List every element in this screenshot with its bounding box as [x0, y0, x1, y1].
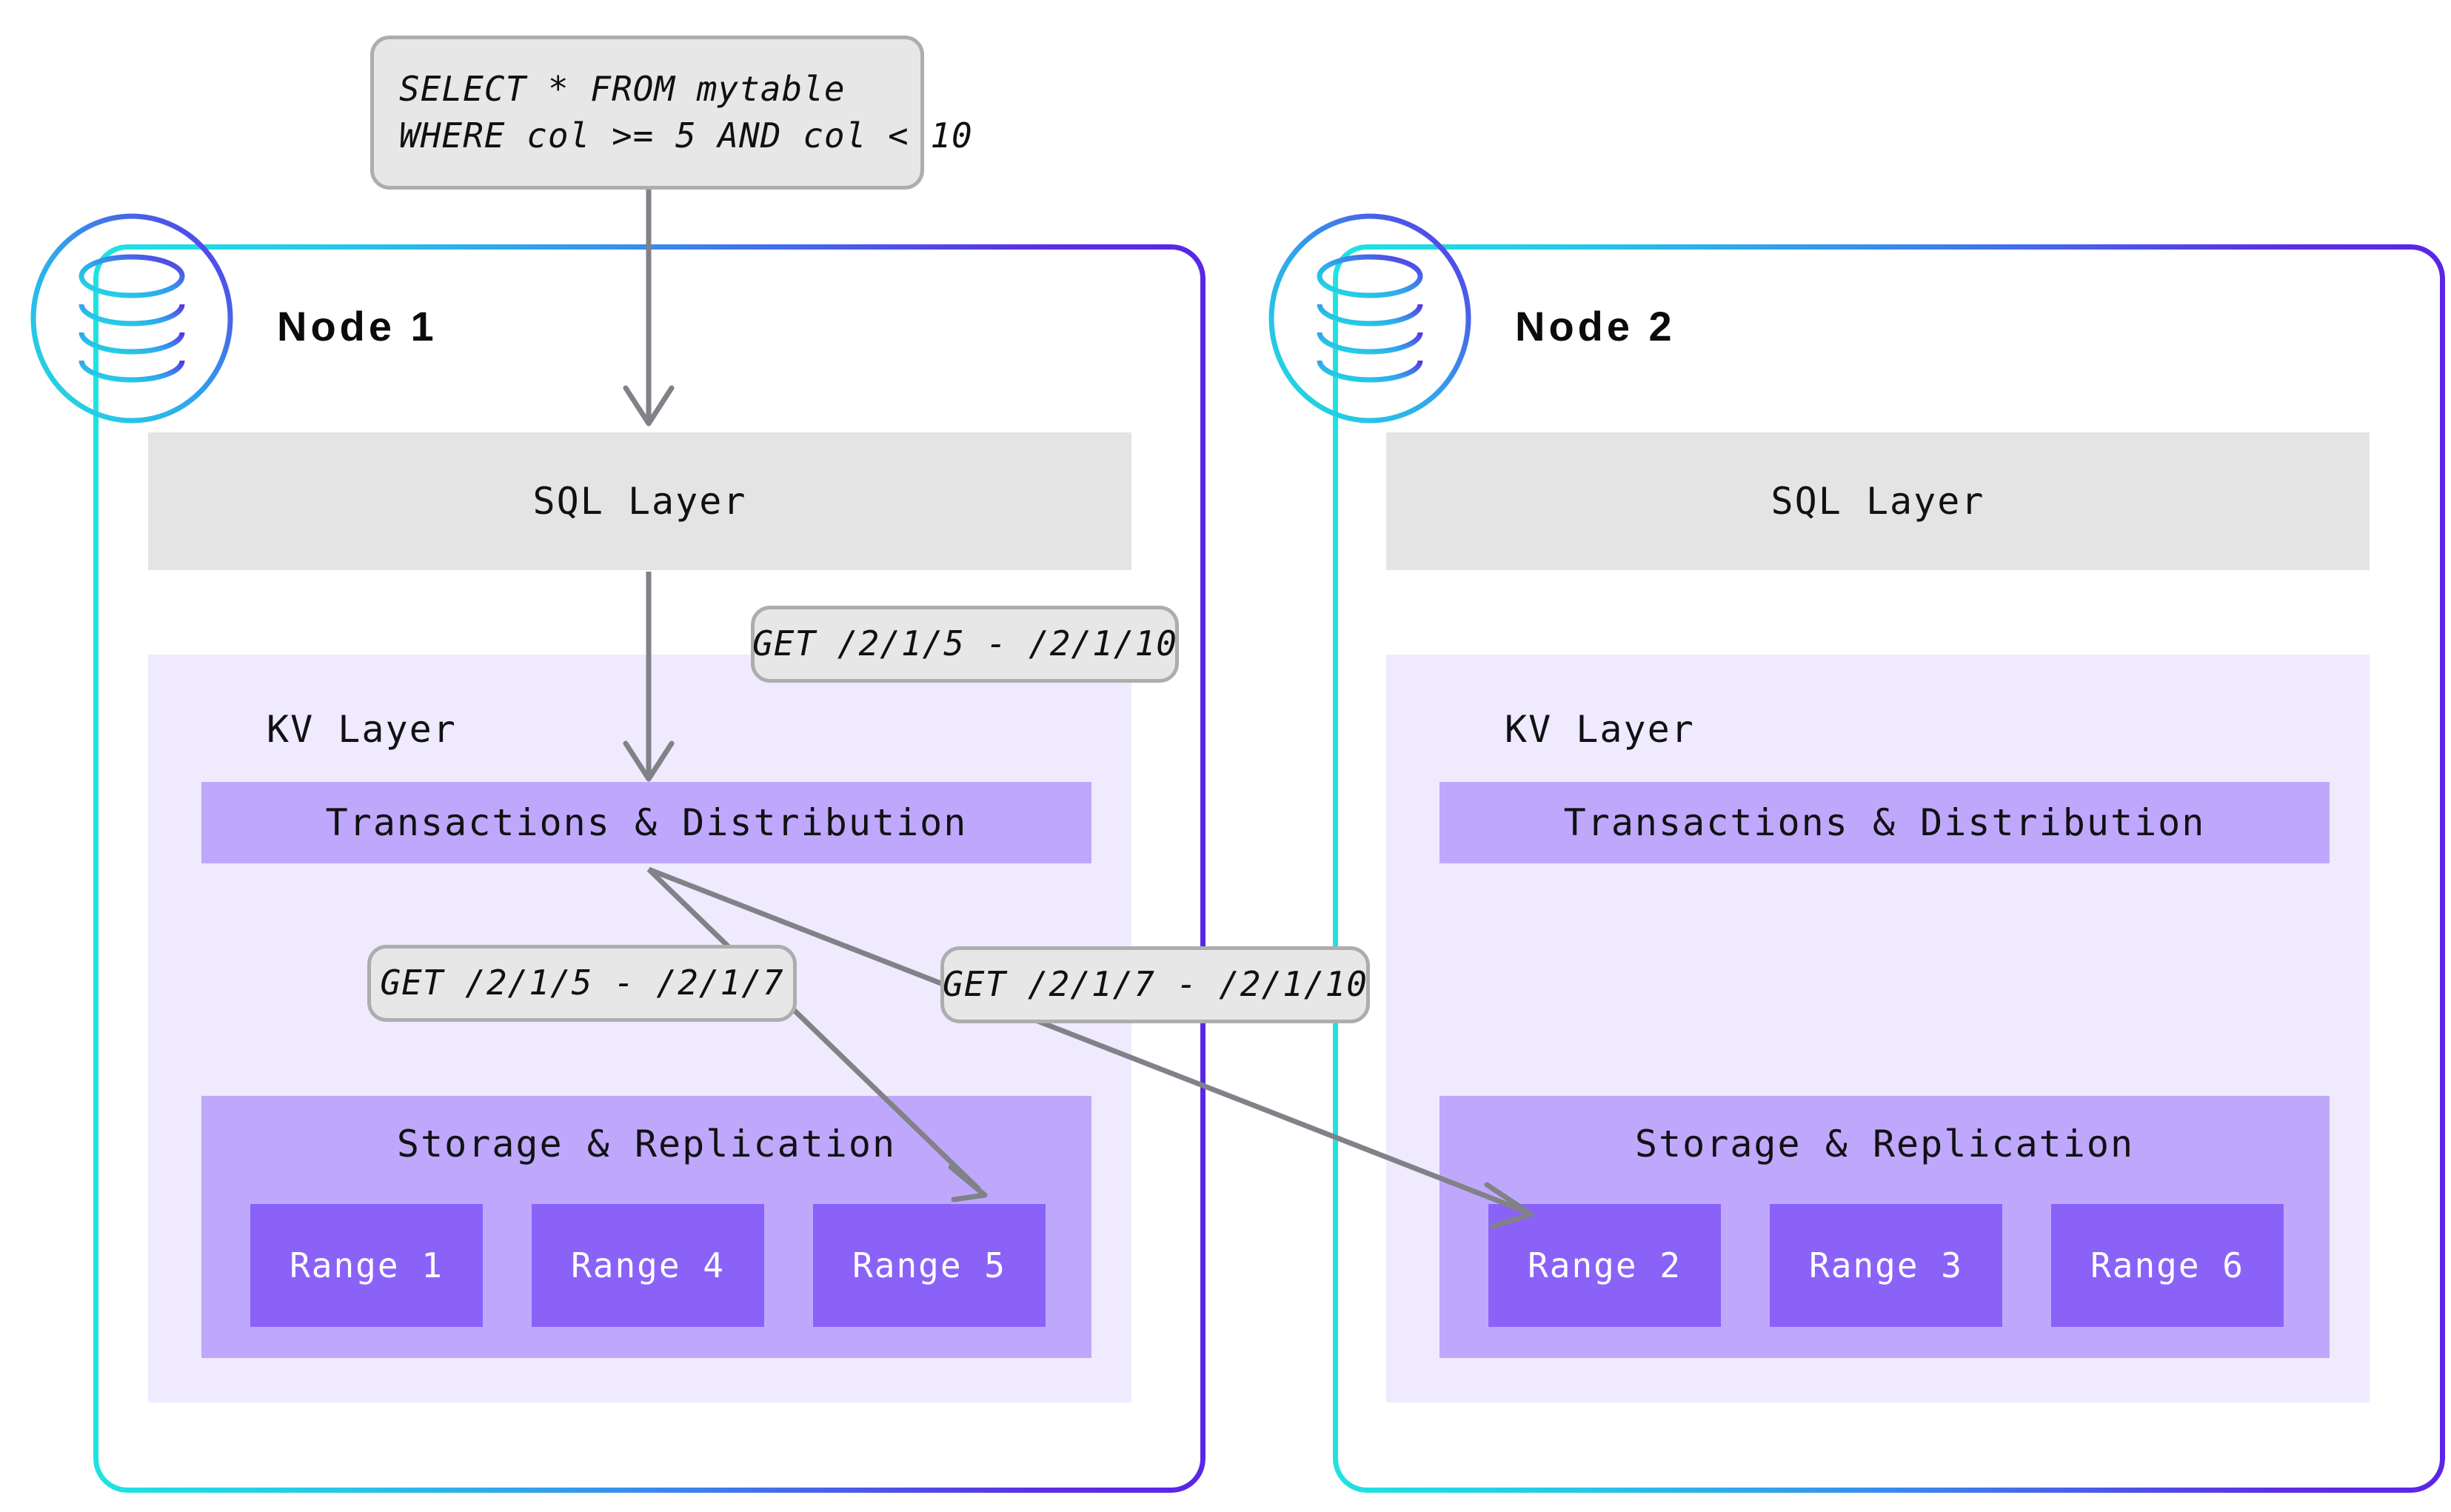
node-2-range-3[interactable]: Range 3 — [1770, 1204, 2002, 1327]
node-2-title: Node 2 — [1515, 303, 1676, 349]
node-2-storage-label: Storage & Replication — [1634, 1123, 2135, 1165]
sql-query-text: SELECT * FROM mytable WHERE col >= 5 AND… — [399, 68, 973, 155]
node-2-sql-layer: SQL Layer — [1386, 432, 2370, 570]
node-2-transactions-box: Transactions & Distribution — [1439, 782, 2330, 863]
database-cylinder-icon — [21, 207, 243, 429]
database-cylinder-icon — [1259, 207, 1481, 429]
node-1-range-5[interactable]: Range 5 — [813, 1204, 1046, 1327]
sql-query-bubble: SELECT * FROM mytable WHERE col >= 5 AND… — [370, 36, 972, 190]
node-2-range-2[interactable]: Range 2 — [1488, 1204, 1721, 1327]
node-1-title: Node 1 — [277, 303, 438, 349]
callout-kv-to-remote-range: GET /2/1/7 - /2/1/10 — [940, 946, 1370, 1023]
callout-kv-to-local-range: GET /2/1/5 - /2/1/7 — [367, 945, 797, 1022]
node-1-storage-label: Storage & Replication — [396, 1123, 897, 1165]
callout-sql-to-kv: GET /2/1/5 - /2/1/10 — [751, 606, 1179, 683]
node-1-kv-layer-label: KV Layer — [267, 708, 457, 751]
node-1-range-1[interactable]: Range 1 — [250, 1204, 483, 1327]
node-1-sql-layer: SQL Layer — [148, 432, 1131, 570]
node-2-kv-layer-label: KV Layer — [1505, 708, 1695, 751]
node-1-range-4[interactable]: Range 4 — [532, 1204, 764, 1327]
node-2-range-6[interactable]: Range 6 — [2051, 1204, 2284, 1327]
node-1-transactions-box: Transactions & Distribution — [201, 782, 1091, 863]
